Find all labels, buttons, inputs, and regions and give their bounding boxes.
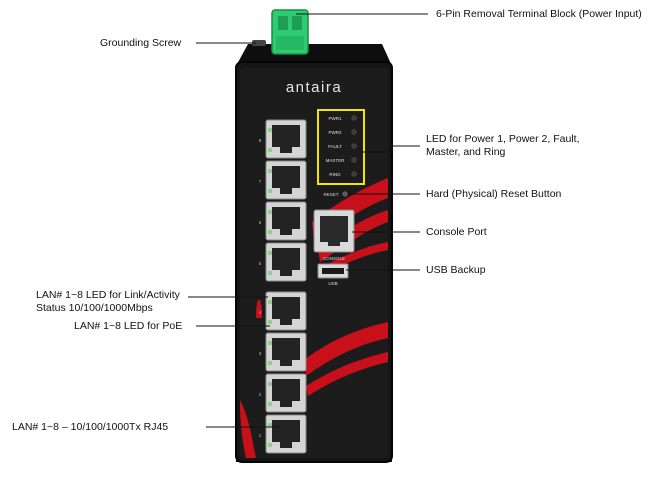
console-label: CONSOLE <box>323 256 345 261</box>
callout-lan-led-link: LAN# 1~8 LED for Link/Activity Status 10… <box>36 289 180 315</box>
callout-console-port: Console Port <box>426 226 487 238</box>
port-poe-led-4 <box>268 320 272 324</box>
led-label-pwr2: PWR2 <box>328 130 341 135</box>
terminal-block <box>271 9 309 55</box>
port-link-led-8 <box>268 128 272 132</box>
led-label-ring: RING <box>329 172 341 177</box>
port-poe-led-7 <box>268 189 272 193</box>
port-poe-led-6 <box>268 230 272 234</box>
led-indicator-master <box>351 157 357 163</box>
led-label-fault: FAULT <box>328 144 342 149</box>
rj45-port-3[interactable]: 3 <box>259 332 307 372</box>
rj45-port-8[interactable]: 8 <box>259 119 307 159</box>
port-number-4: 4 <box>259 310 262 315</box>
port-link-led-1 <box>268 423 272 427</box>
port-poe-led-1 <box>268 443 272 447</box>
callout-terminal-block: 6-Pin Removal Terminal Block (Power Inpu… <box>436 8 642 20</box>
port-number-2: 2 <box>259 392 262 397</box>
port-number-7: 7 <box>259 179 262 184</box>
callout-lan-led-link-line1: LAN# 1~8 LED for Link/Activity <box>36 289 180 301</box>
brand-logo: antaira <box>286 79 342 96</box>
port-link-led-5 <box>268 251 272 255</box>
led-indicator-pwr2 <box>351 129 357 135</box>
rj45-port-4[interactable]: 4 <box>259 291 307 331</box>
port-number-1: 1 <box>259 433 262 438</box>
usb-port[interactable]: USB <box>317 263 349 286</box>
reset-label: RESET <box>323 192 338 197</box>
port-poe-led-5 <box>268 271 272 275</box>
rj45-port-6[interactable]: 6 <box>259 201 307 241</box>
callout-led-power: LED for Power 1, Power 2, Fault, Master,… <box>426 133 579 159</box>
led-label-master: MASTER <box>326 158 346 163</box>
callout-led-power-line1: LED for Power 1, Power 2, Fault, <box>426 133 580 145</box>
rj45-port-7[interactable]: 7 <box>259 160 307 200</box>
rj45-port-1[interactable]: 1 <box>259 414 307 454</box>
rj45-port-5[interactable]: 5 <box>259 242 307 282</box>
console-port[interactable]: CONSOLE <box>313 209 355 261</box>
reset-button[interactable]: RESET <box>323 191 348 197</box>
leader-lines <box>188 13 428 428</box>
callout-led-power-line2: Master, and Ring <box>426 146 506 158</box>
device-front-face <box>240 68 388 458</box>
port-number-8: 8 <box>259 138 262 143</box>
callout-usb-backup: USB Backup <box>426 264 486 276</box>
usb-label: USB <box>328 281 337 286</box>
led-indicator-ring <box>351 171 357 177</box>
port-link-led-4 <box>268 300 272 304</box>
port-poe-led-2 <box>268 402 272 406</box>
led-frame <box>317 109 365 185</box>
port-link-led-2 <box>268 382 272 386</box>
port-number-3: 3 <box>259 351 262 356</box>
port-poe-led-3 <box>268 361 272 365</box>
port-number-6: 6 <box>259 220 262 225</box>
rj45-port-2[interactable]: 2 <box>259 373 307 413</box>
callout-lan-led-link-line2: Status 10/100/1000Mbps <box>36 302 153 314</box>
red-swoosh-lower <box>240 300 388 458</box>
port-link-led-6 <box>268 210 272 214</box>
led-indicator-pwr1 <box>351 115 357 121</box>
port-poe-led-8 <box>268 148 272 152</box>
led-indicator-fault <box>351 143 357 149</box>
grounding-screw <box>252 40 266 46</box>
callout-lan-rj45: LAN# 1~8 – 10/100/1000Tx RJ45 <box>12 421 169 433</box>
callout-lan-led-poe: LAN# 1~8 LED for PoE <box>74 320 183 332</box>
callout-reset-button: Hard (Physical) Reset Button <box>426 188 562 200</box>
port-number-5: 5 <box>259 261 262 266</box>
callout-grounding-screw: Grounding Screw <box>100 37 182 49</box>
port-link-led-3 <box>268 341 272 345</box>
port-link-led-7 <box>268 169 272 173</box>
led-label-pwr1: PWR1 <box>328 116 341 121</box>
